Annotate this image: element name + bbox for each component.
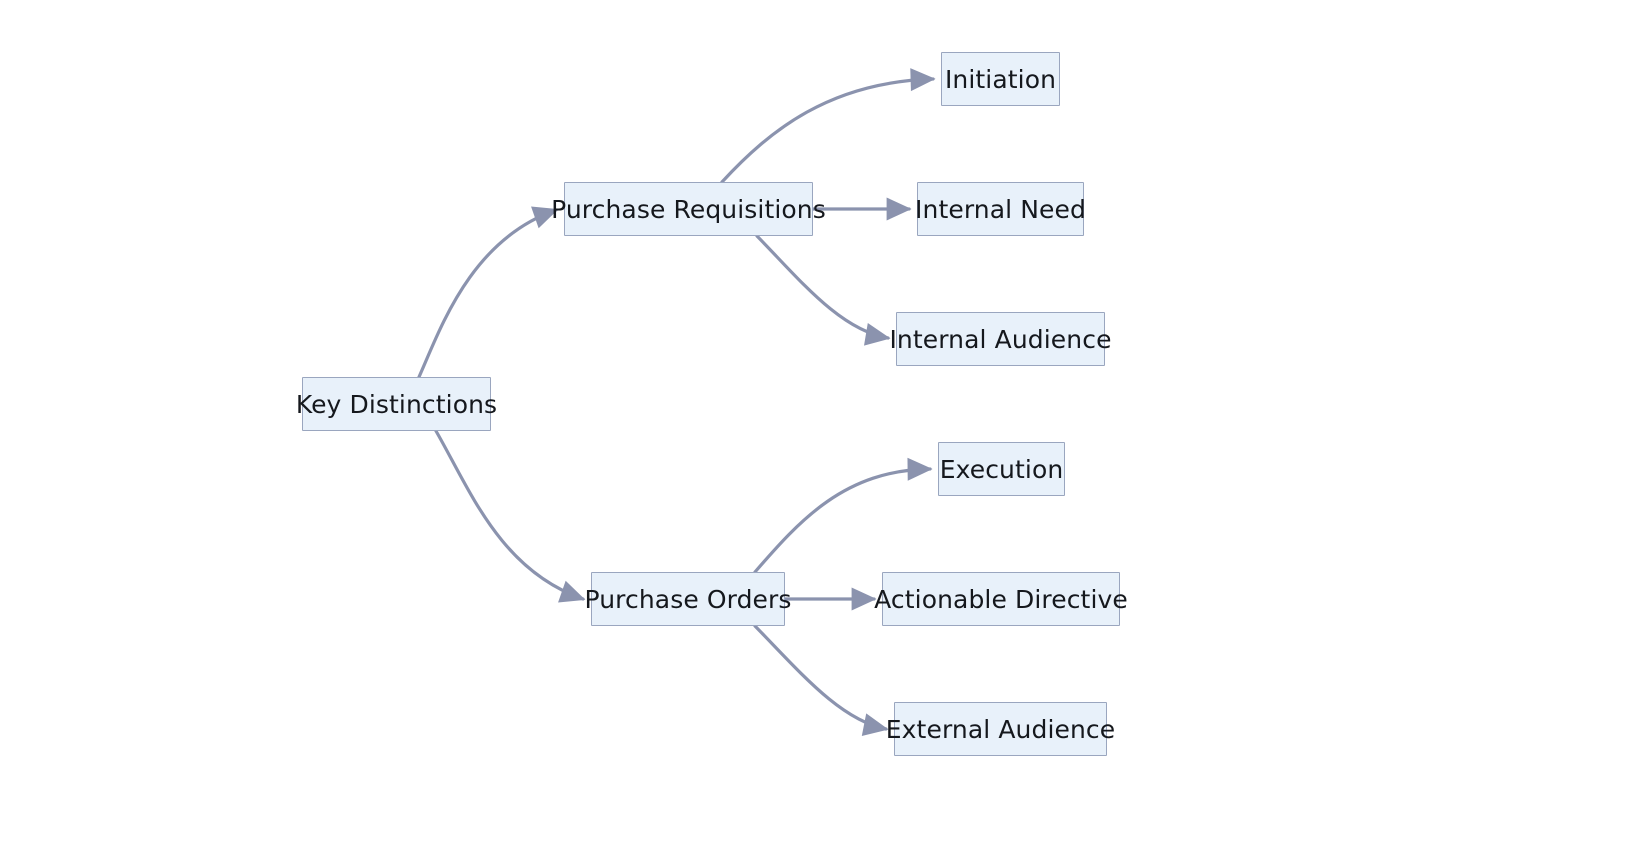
node-label-root: Key Distinctions bbox=[295, 389, 498, 419]
node-internal_audience[interactable]: Internal Audience bbox=[889, 312, 1111, 366]
node-external_audience[interactable]: External Audience bbox=[886, 702, 1115, 756]
edge-root-pr bbox=[417, 206, 559, 379]
node-label-actionable_directive: Actionable Directive bbox=[874, 584, 1128, 614]
node-actionable_directive[interactable]: Actionable Directive bbox=[874, 572, 1128, 626]
edge-root-po bbox=[434, 429, 586, 603]
node-execution[interactable]: Execution bbox=[938, 442, 1065, 496]
node-root[interactable]: Key Distinctions bbox=[296, 377, 497, 431]
edge-pr-initiation bbox=[720, 68, 936, 184]
node-purchase_orders[interactable]: Purchase Orders bbox=[584, 572, 791, 626]
node-initiation[interactable]: Initiation bbox=[941, 52, 1060, 106]
node-label-execution: Execution bbox=[939, 454, 1064, 484]
node-label-purchase_requisitions: Purchase Requisitions bbox=[551, 194, 826, 224]
node-label-external_audience: External Audience bbox=[885, 714, 1116, 744]
node-label-internal_audience: Internal Audience bbox=[889, 324, 1112, 354]
node-label-initiation: Initiation bbox=[944, 64, 1057, 94]
edge-po-execution bbox=[753, 457, 933, 574]
edge-po-external bbox=[753, 624, 889, 736]
edge-pr-audience bbox=[755, 234, 891, 346]
node-internal_need[interactable]: Internal Need bbox=[915, 182, 1086, 236]
node-label-internal_need: Internal Need bbox=[915, 194, 1086, 224]
node-purchase_requisitions[interactable]: Purchase Requisitions bbox=[551, 182, 826, 236]
node-label-purchase_orders: Purchase Orders bbox=[584, 584, 792, 614]
